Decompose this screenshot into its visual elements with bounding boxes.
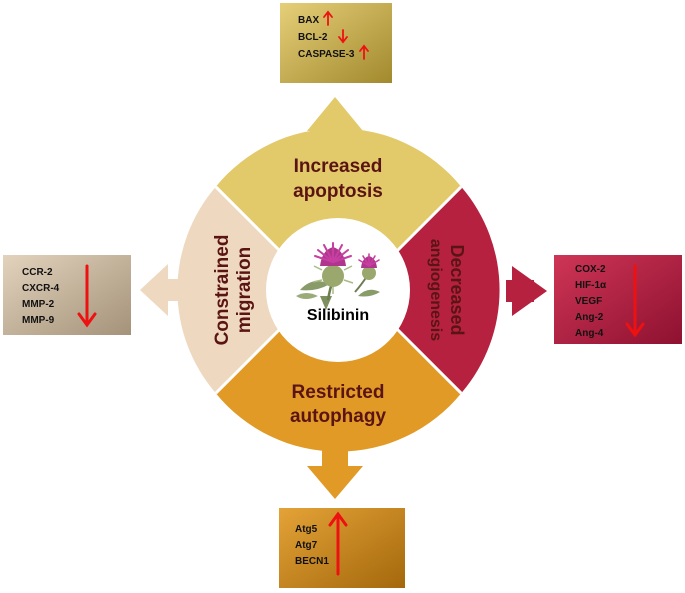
right-box-item: VEGF <box>575 296 602 307</box>
bottom-box-item: BECN1 <box>295 556 329 567</box>
top-box-item: BAX <box>298 15 319 26</box>
segment-right-label-line1: Decreased <box>447 244 467 335</box>
left-box-item: CXCR-4 <box>22 283 60 294</box>
segment-left-label-line1: Constrained <box>212 235 233 346</box>
down-arrow-icon <box>625 264 645 338</box>
right-box-item: Ang-2 <box>575 312 604 323</box>
bottom-box-item: Atg7 <box>295 540 318 551</box>
segment-top-label-line1: Increased <box>294 156 383 177</box>
segment-right <box>396 186 500 394</box>
segment-separators <box>214 185 463 395</box>
up-arrow-icon <box>328 511 348 576</box>
segment-bottom-label-line2: autophagy <box>290 406 386 427</box>
segment-bottom <box>215 327 462 452</box>
left-box-item: CCR-2 <box>22 267 53 278</box>
bottom-box-item: Atg5 <box>295 524 318 535</box>
segment-top <box>215 128 462 253</box>
up-arrow-icon <box>323 10 333 26</box>
right-box-item: Ang-4 <box>575 328 604 339</box>
left-box: CCR-2 CXCR-4 MMP-2 MMP-9 <box>3 255 131 335</box>
down-arrow-icon <box>338 29 348 44</box>
arrow-to-right-box <box>506 266 547 316</box>
bottom-box: Atg5 Atg7 BECN1 <box>279 508 405 588</box>
right-box-item: HIF-1α <box>575 280 607 291</box>
top-box-item: BCL-2 <box>298 32 328 43</box>
segment-top-label-line2: apoptosis <box>293 181 383 202</box>
top-box: BAX BCL-2 CASPASE-3 <box>280 3 392 83</box>
left-box-item: MMP-2 <box>22 299 55 310</box>
top-box-item: CASPASE-3 <box>298 49 355 60</box>
segment-left-label-line2: migration <box>234 247 255 334</box>
right-box: COX-2 HIF-1α VEGF Ang-2 Ang-4 <box>554 255 682 344</box>
up-arrow-icon <box>359 44 369 60</box>
segment-left <box>177 186 281 394</box>
left-box-item: MMP-9 <box>22 315 55 326</box>
down-arrow-icon <box>77 264 97 328</box>
center-circle <box>266 218 410 362</box>
milk-thistle-flower-icon <box>296 242 380 310</box>
center-label: Silibinin <box>307 307 369 324</box>
segment-right-label-line2: angiogenesis <box>427 239 444 341</box>
right-box-item: COX-2 <box>575 264 606 275</box>
segment-bottom-label-line1: Restricted <box>292 382 385 403</box>
